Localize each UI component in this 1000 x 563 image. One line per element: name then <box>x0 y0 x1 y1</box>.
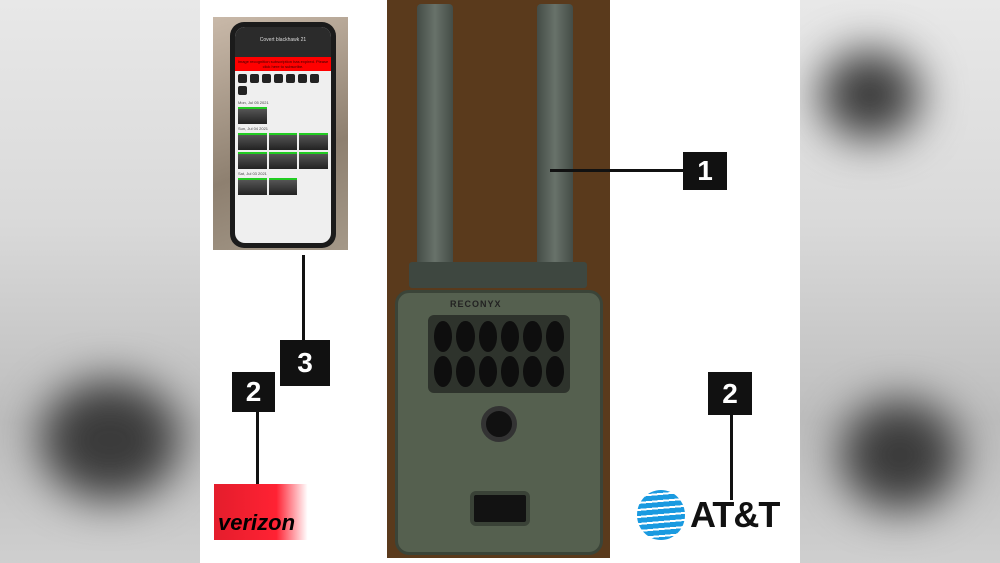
antenna-right <box>537 4 573 274</box>
app-title: Covert blackhawk 21 <box>235 27 331 57</box>
verizon-logo: verizon <box>214 484 370 540</box>
filter-icons[interactable] <box>235 71 331 98</box>
trail-camera-image: RECONYX <box>387 0 610 558</box>
callout-2-right: 2 <box>708 372 752 415</box>
phone-app-image: Covert blackhawk 21 Image recognition su… <box>213 17 348 250</box>
callout-3: 3 <box>280 340 330 386</box>
date-header: Sun, Jul 04 2021 <box>238 126 269 131</box>
blurred-background-right <box>800 0 1000 563</box>
callout-1: 1 <box>683 152 727 190</box>
date-header: Sat, Jul 03 2021 <box>238 171 267 176</box>
subscription-banner[interactable]: Image recognition subscription has expir… <box>235 57 331 71</box>
att-globe-icon <box>637 490 685 540</box>
camera-brand: RECONYX <box>450 299 502 309</box>
motion-sensor <box>470 491 530 526</box>
date-header: Mon, Jul 05 2021 <box>238 100 269 105</box>
camera-housing: RECONYX <box>395 290 603 555</box>
blurred-background-left <box>0 0 200 563</box>
ir-led-array <box>428 315 570 393</box>
antenna-left <box>417 4 453 274</box>
photo-thumbnail[interactable] <box>238 107 267 124</box>
callout-2-left: 2 <box>232 372 275 412</box>
camera-lens <box>481 406 517 442</box>
att-logo: AT&T <box>690 494 780 535</box>
